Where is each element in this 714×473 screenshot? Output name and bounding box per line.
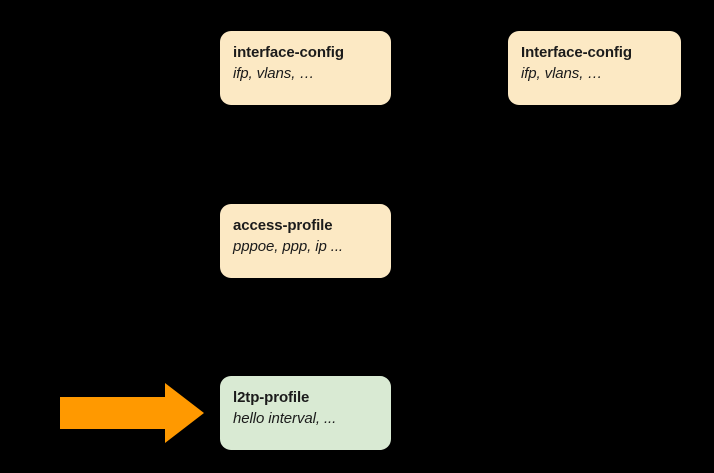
arrow-right-icon bbox=[60, 383, 204, 443]
node-subtitle: pppoe, ppp, ip ... bbox=[233, 238, 343, 255]
node-l2tp-profile[interactable]: l2tp-profile hello interval, ... bbox=[220, 376, 391, 450]
orange-right-arrow bbox=[60, 382, 205, 444]
node-subtitle: ifp, vlans, … bbox=[233, 65, 315, 82]
node-subtitle: hello interval, ... bbox=[233, 410, 337, 427]
node-title: Interface-config bbox=[521, 44, 632, 61]
node-interface-config-left[interactable]: interface-config ifp, vlans, … bbox=[220, 31, 391, 105]
node-interface-config-right[interactable]: Interface-config ifp, vlans, … bbox=[508, 31, 681, 105]
node-subtitle: ifp, vlans, … bbox=[521, 65, 603, 82]
node-access-profile[interactable]: access-profile pppoe, ppp, ip ... bbox=[220, 204, 391, 278]
node-title: interface-config bbox=[233, 44, 344, 61]
node-title: l2tp-profile bbox=[233, 389, 310, 406]
node-title: access-profile bbox=[233, 217, 333, 234]
